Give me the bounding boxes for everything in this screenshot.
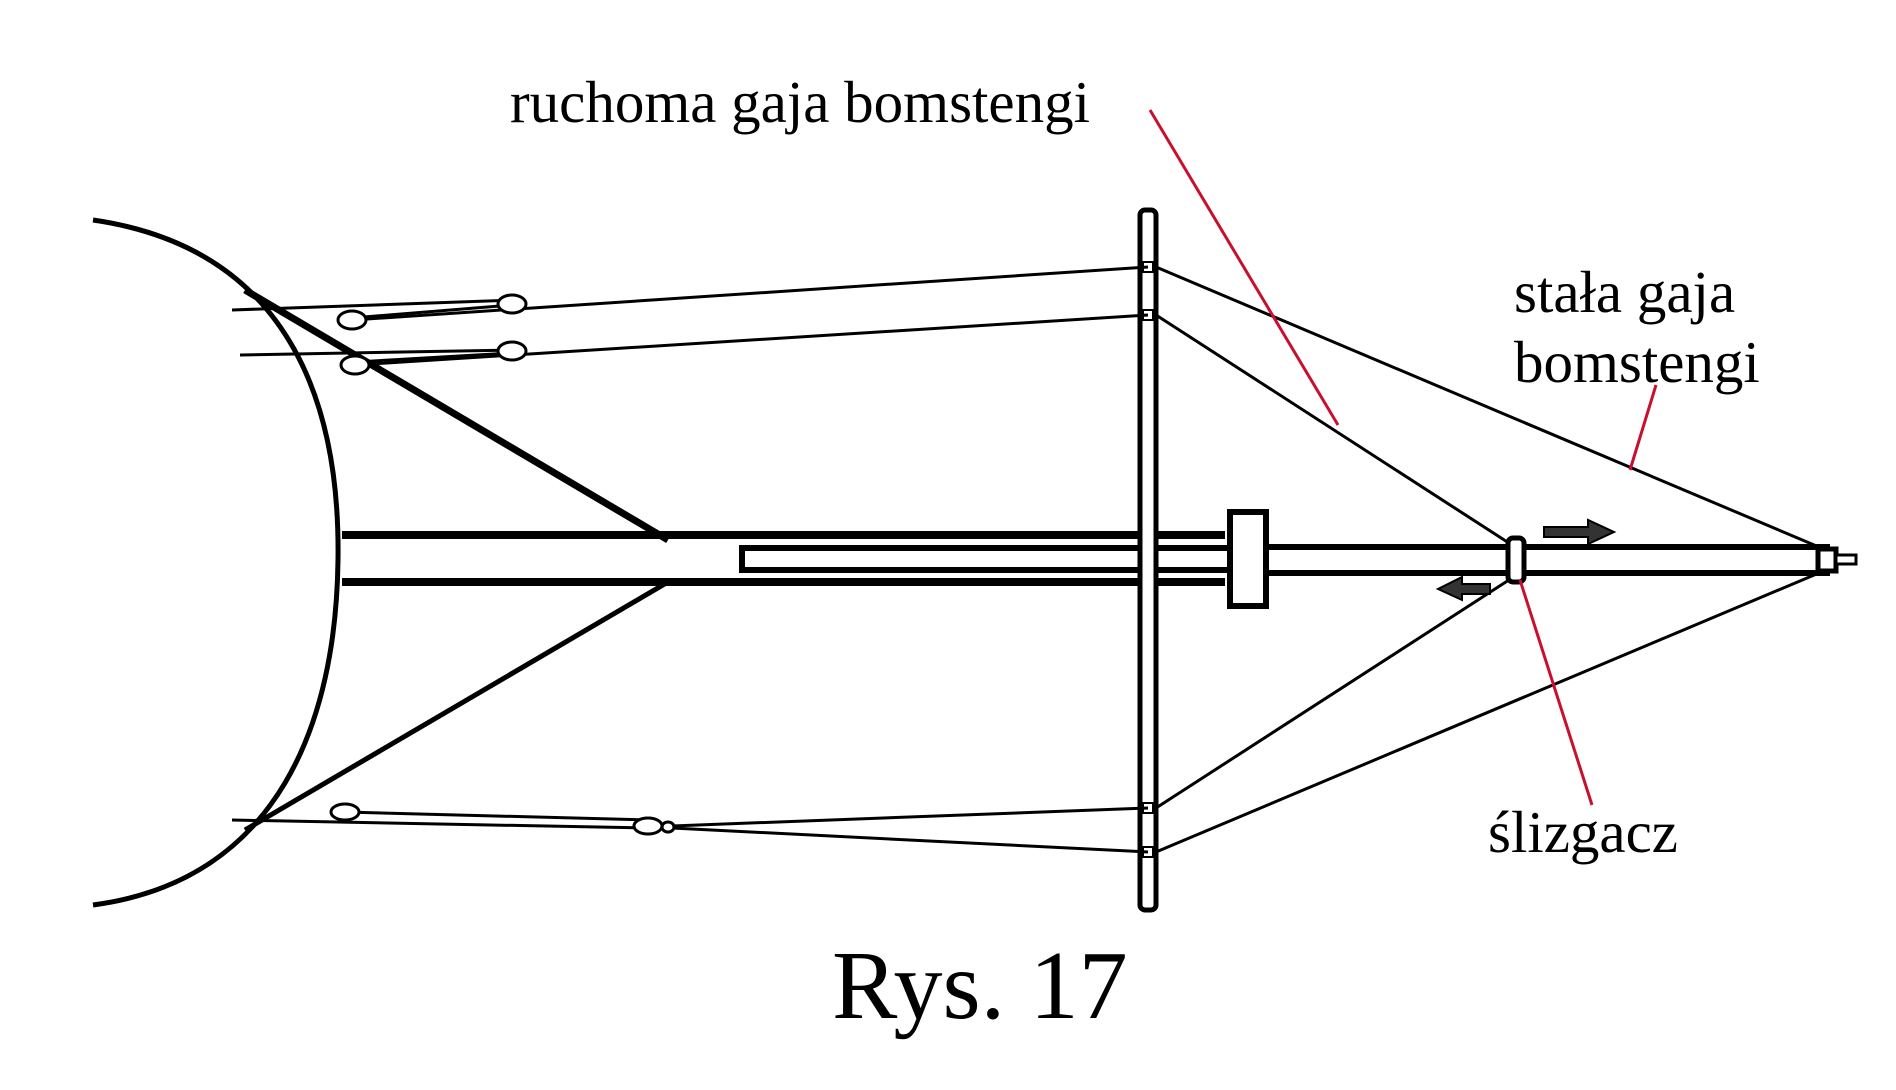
bobstays	[243, 286, 670, 833]
deadeye	[339, 354, 371, 376]
leader-slider	[1518, 579, 1594, 806]
label-fixed-stay-line2: bomstengi	[1514, 329, 1760, 395]
deadeye	[329, 802, 361, 822]
slider-ring	[1505, 535, 1527, 585]
deadeye	[660, 820, 676, 834]
leader-lines	[1148, 109, 1658, 806]
bowsprit-cap	[1227, 509, 1269, 609]
jib-boom-guys	[1155, 265, 1827, 854]
leader-movable-stay	[1148, 109, 1340, 426]
jib-boom-tip	[1815, 546, 1839, 574]
deadeye	[632, 816, 664, 836]
figure-caption: Rys. 17	[832, 932, 1128, 1040]
arrow-left-icon	[1435, 575, 1491, 602]
arrow-right-icon	[1543, 518, 1617, 546]
label-slider: ślizgacz	[1488, 799, 1678, 865]
bowsprit	[342, 531, 1225, 586]
jib-boom	[739, 544, 1858, 576]
deadeye	[496, 340, 528, 362]
upper-guy-lines	[231, 265, 1149, 376]
leader-fixed-stay	[1628, 384, 1658, 471]
bow-hull-curve	[92, 217, 341, 908]
label-fixed-stay-line1: stała gaja	[1514, 259, 1735, 325]
deadeye	[496, 293, 528, 315]
jib-boom-pin	[1834, 553, 1858, 566]
whisker-yard	[1137, 207, 1159, 913]
lower-guy-lines	[231, 802, 1149, 854]
label-movable-stay: ruchoma gaja bomstengi	[510, 69, 1090, 135]
deadeye	[336, 309, 368, 331]
